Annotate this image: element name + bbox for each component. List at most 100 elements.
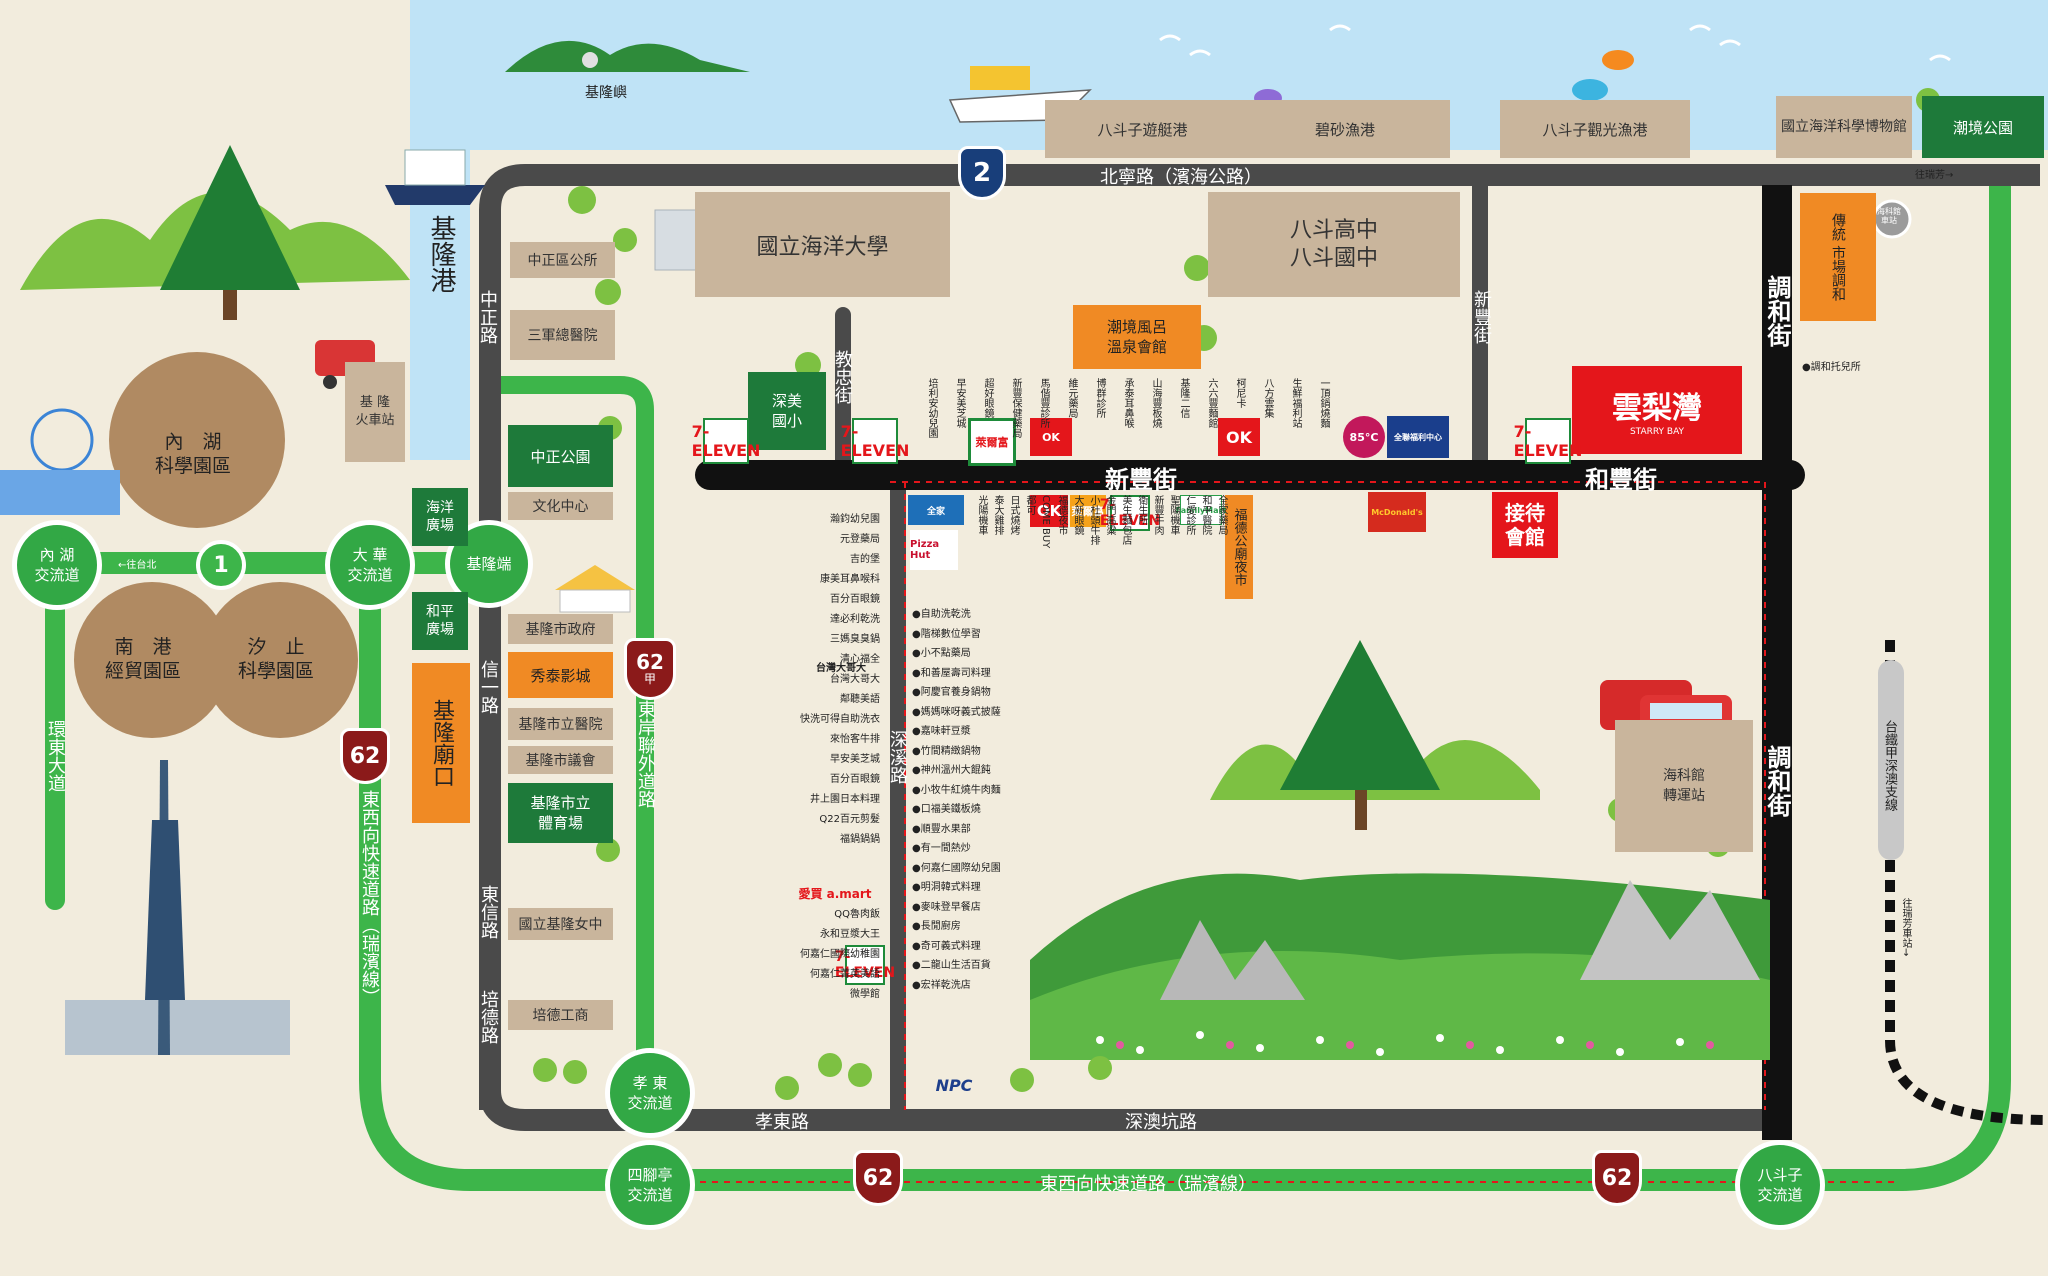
shop-item: 日式燒烤	[1008, 495, 1019, 535]
zhongzheng-district-office: 中正區公所	[510, 242, 615, 278]
shop-item: ●何嘉仁國際幼兒園	[912, 862, 1001, 874]
shenmei-elementary: 深美 國小	[748, 372, 826, 450]
keelung-city-council: 基隆市議會	[508, 746, 613, 774]
shop-item: 維元藥局	[1066, 378, 1077, 418]
beining-road-label: 北寧路（濱海公路）	[1100, 167, 1262, 188]
shop-item: 早安美芝城	[830, 754, 880, 765]
sea-waves	[1159, 24, 1951, 62]
shop-item: 百分百眼鏡	[830, 594, 880, 605]
shop-item: ●麥味登早餐店	[912, 901, 981, 913]
okmart-icon: OK	[1030, 418, 1072, 456]
shop-item: 博群診所	[1094, 378, 1105, 418]
shop-item: ●竹間精緻鍋物	[912, 745, 981, 757]
shop-item: 柯尼卡	[1234, 378, 1245, 408]
shop-item: 台灣大哥大	[830, 674, 880, 685]
shop-item: ●順豐水果部	[912, 823, 971, 835]
tour-route	[700, 481, 1900, 1183]
keelung-city-hospital: 基隆市立醫院	[508, 708, 613, 740]
shop-item: 美生麵包店	[1120, 495, 1131, 545]
shop-item: ●和善屋壽司料理	[912, 667, 991, 679]
sea-museum-bus-station: 海科館 轉運站	[1615, 720, 1753, 852]
route-62-shield-east: 62	[1592, 1150, 1642, 1206]
shop-item: ●宏祥乾洗店	[912, 979, 971, 991]
taiwan-mobile-icon: 台灣大哥大	[816, 662, 866, 674]
north-shop-list: 培利安幼兒園早安美芝城超好眼鏡新豐保健藥局馬偕豐診所維元藥局博群診所承泰耳鼻喉山…	[925, 378, 1355, 456]
shop-item: 聖陽機車	[1168, 495, 1179, 535]
shop-item: 培利安幼兒園	[926, 378, 937, 438]
neihu-interchange: 內 湖 交流道	[12, 520, 102, 610]
east-link-road	[500, 376, 654, 1080]
shop-item: 鄰聽美語	[840, 694, 880, 705]
starry-bay-sub: STARRY BAY	[1629, 427, 1685, 437]
keelung-island-label: 基隆嶼	[585, 85, 627, 101]
ferris-wheel-icon	[0, 408, 120, 515]
tri-service-hospital: 三軍總醫院	[510, 310, 615, 360]
shop-item: 三媽臭臭鍋	[830, 634, 880, 645]
shop-item: 大新眼鏡	[1072, 495, 1083, 535]
route-62-shield-west: 62	[340, 728, 390, 784]
xinyi-road-label: 信一路	[478, 660, 499, 714]
peace-plaza: 和平 廣場	[412, 592, 468, 650]
shop-item: ●口福美鐵板燒	[912, 804, 981, 815]
ok-icon: OK	[1218, 418, 1260, 456]
starry-bay-label: 雲梨灣	[1612, 391, 1702, 426]
shop-item: ●奇可義式料理	[912, 940, 981, 952]
shop-item: 永和豆漿大王	[820, 929, 880, 940]
shop-item: 超好眼鏡	[982, 378, 993, 418]
shop-item: 何嘉仁國際幼稚園	[800, 949, 880, 960]
badouzi-yacht-harbor: 八斗子遊艇港	[1045, 100, 1240, 158]
shop-item: 山海豐板燒	[1150, 378, 1161, 428]
beining-road	[479, 164, 2040, 1110]
shop-item: ●階梯數位學習	[912, 628, 981, 640]
shop-item: 福鍋鍋鍋	[840, 834, 880, 845]
xinfeng-short-label: 新豐街	[1471, 290, 1492, 344]
mountain-landscape-icon	[1030, 873, 1770, 1060]
traditional-market-label: 傳統 市場	[1830, 212, 1846, 274]
badouzi-tourism-harbor: 八斗子觀光漁港	[1500, 100, 1690, 158]
tiaohe-street-north-label: 調和街	[1763, 275, 1791, 347]
ocean-plaza: 海洋 廣場	[412, 488, 468, 546]
badouzi-interchange: 八斗子 交流道	[1735, 1140, 1825, 1230]
shop-item: 新豐牛肉	[1152, 495, 1163, 535]
shop-item: 全家藥局	[1216, 495, 1227, 535]
neihu-park-circle	[109, 352, 285, 528]
shop-item: ●嘉味軒豆漿	[912, 726, 971, 737]
shop-item: QQ魯肉飯	[834, 909, 880, 920]
seven-eleven-icon-5: 7-ELEVEN	[835, 945, 895, 985]
zhongzheng-park: 中正公園	[508, 425, 613, 487]
dahua-interchange: 大 華 交流道	[325, 520, 415, 610]
eighty-five-degree-icon: 85°C	[1343, 416, 1385, 458]
shop-item: ●有一間熱炒	[912, 843, 971, 854]
shop-item: 快洗可得自助洗衣	[800, 714, 880, 725]
chaojing-hotspring: 潮境風呂 溫泉會館	[1073, 305, 1201, 369]
xiutai-cinema: 秀泰影城	[508, 652, 613, 698]
xizhi-park-circle	[202, 582, 358, 738]
peide-road-label: 培德路	[478, 990, 499, 1044]
amart-icon: 愛買 a.mart	[798, 886, 872, 901]
shop-item: 元登藥局	[840, 534, 880, 545]
quanjia-icon: 全家	[908, 495, 964, 525]
xizhi-park-label: 汐 止 科學園區	[238, 636, 315, 682]
shop-item: 何嘉仁菁英美語	[810, 969, 880, 980]
culture-center: 文化中心	[508, 492, 613, 520]
shop-item: COME BUY	[1040, 495, 1051, 549]
hilife-icon-south: 萊爾富	[1070, 495, 1106, 527]
shenxi-left-shop-list: 瀚鈞幼兒園元登藥局吉的堡康美耳鼻喉科百分百眼鏡達必利乾洗三媽臭臭鍋清心福全台灣大…	[720, 510, 880, 850]
tiaohe-nursery: ●調和托兒所	[1802, 362, 1861, 373]
xiaodong-interchange: 孝 東 交流道	[605, 1048, 695, 1138]
rail-station-bar	[1878, 660, 1904, 860]
shop-item: Q22百元剪髮	[819, 814, 880, 825]
shop-item: 小杜頭牛排	[1088, 495, 1099, 545]
shop-item: 瀚鈞幼兒園	[830, 514, 880, 525]
mcdonalds-icon: McDonald's	[1368, 492, 1426, 532]
shop-item: 生鮮福利站	[1290, 378, 1301, 428]
shop-item: ●小不點藥局	[912, 648, 971, 659]
ok-icon-south: OK	[1030, 495, 1068, 527]
fude-temple-night-market: 福德公廟夜市	[1225, 495, 1253, 599]
hill-icon-center	[1210, 640, 1540, 830]
hefeng-street-label: 和豐街	[1585, 466, 1657, 494]
shop-item: 吉的堡	[850, 554, 880, 565]
shop-item: 衛生所	[1136, 495, 1147, 525]
seven-eleven-icon-3: 7-ELEVEN	[1514, 418, 1582, 464]
